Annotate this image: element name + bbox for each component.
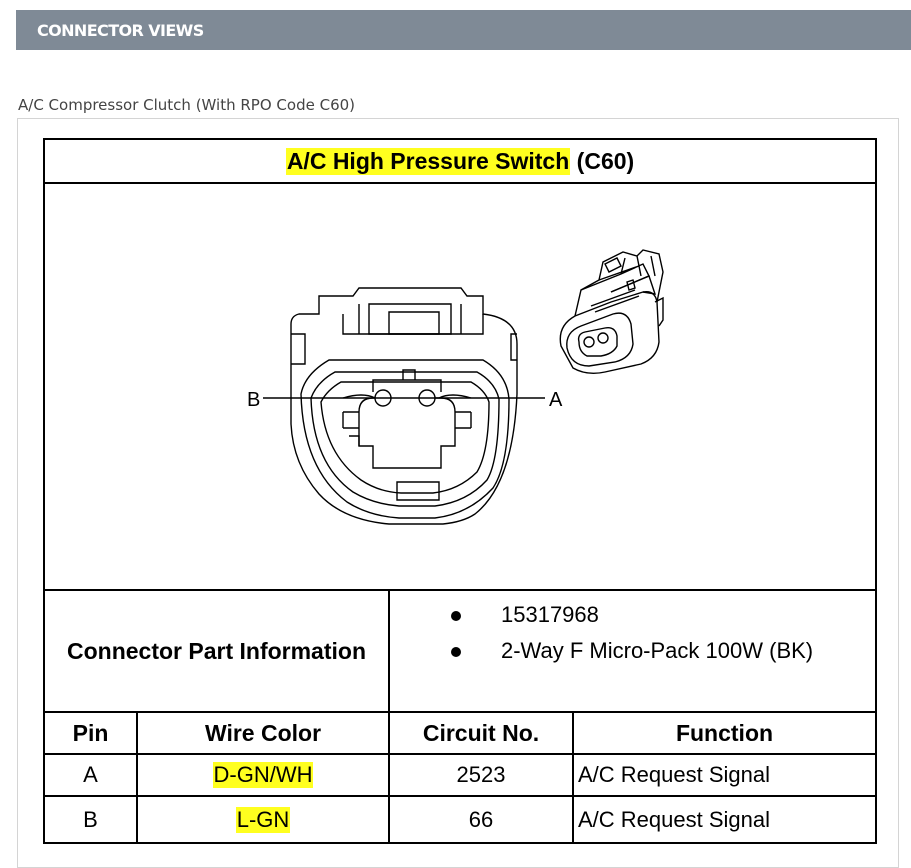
connector-illustration: B A	[247, 249, 664, 525]
connector-title: A/C High Pressure Switch (C60)	[43, 140, 877, 182]
pin-label-b: B	[247, 389, 260, 411]
row-a-wire-color: D-GN/WH	[212, 762, 314, 788]
connector-isometric-illustration	[559, 249, 664, 375]
row-b-circuit: 66	[468, 806, 494, 832]
rule-partinfo	[43, 711, 877, 713]
row-b-pin: B	[83, 806, 98, 832]
header-pin: Pin	[72, 719, 109, 746]
rule-row-a	[43, 795, 877, 797]
section-header-title: CONNECTOR VIEWS	[37, 21, 204, 40]
row-a-circuit: 2523	[456, 762, 506, 787]
header-wire-color: Wire Color	[204, 719, 322, 746]
part-info-list: 15317968 2-Way F Micro-Pack 100W (BK)	[443, 602, 813, 674]
rule-col-3	[572, 711, 574, 844]
row-a-function: A/C Request Signal	[578, 762, 770, 787]
bullet-icon	[451, 611, 461, 621]
bullet-icon	[451, 647, 461, 657]
rule-partinfo-split	[388, 589, 390, 753]
part-info-label: Connector Part Information	[66, 637, 366, 664]
row-b-function: A/C Request Signal	[578, 806, 770, 832]
rule-title	[43, 182, 877, 184]
part-info-item: 2-Way F Micro-Pack 100W (BK)	[443, 638, 813, 674]
connector-table: A/C High Pressure Switch (C60)	[43, 138, 877, 844]
row-b-wire-color: L-GN	[235, 806, 291, 833]
row-a-pin: A	[83, 762, 98, 787]
rule-col-1	[136, 711, 138, 844]
rule-image	[43, 589, 877, 591]
table-border	[43, 138, 877, 844]
header-circuit-no: Circuit No.	[422, 719, 540, 746]
connector-face-view-illustration	[263, 287, 545, 525]
rule-headers	[43, 753, 877, 755]
pin-label-a: A	[549, 389, 563, 411]
header-function: Function	[675, 719, 774, 746]
subsection-title: A/C Compressor Clutch (With RPO Code C60…	[18, 96, 356, 114]
rule-col-2	[388, 753, 390, 844]
section-header-bar: CONNECTOR VIEWS	[16, 10, 911, 50]
connector-title-main: A/C High Pressure Switch	[285, 147, 571, 175]
connector-title-code: (C60)	[576, 147, 635, 174]
part-info-item: 15317968	[443, 602, 813, 638]
